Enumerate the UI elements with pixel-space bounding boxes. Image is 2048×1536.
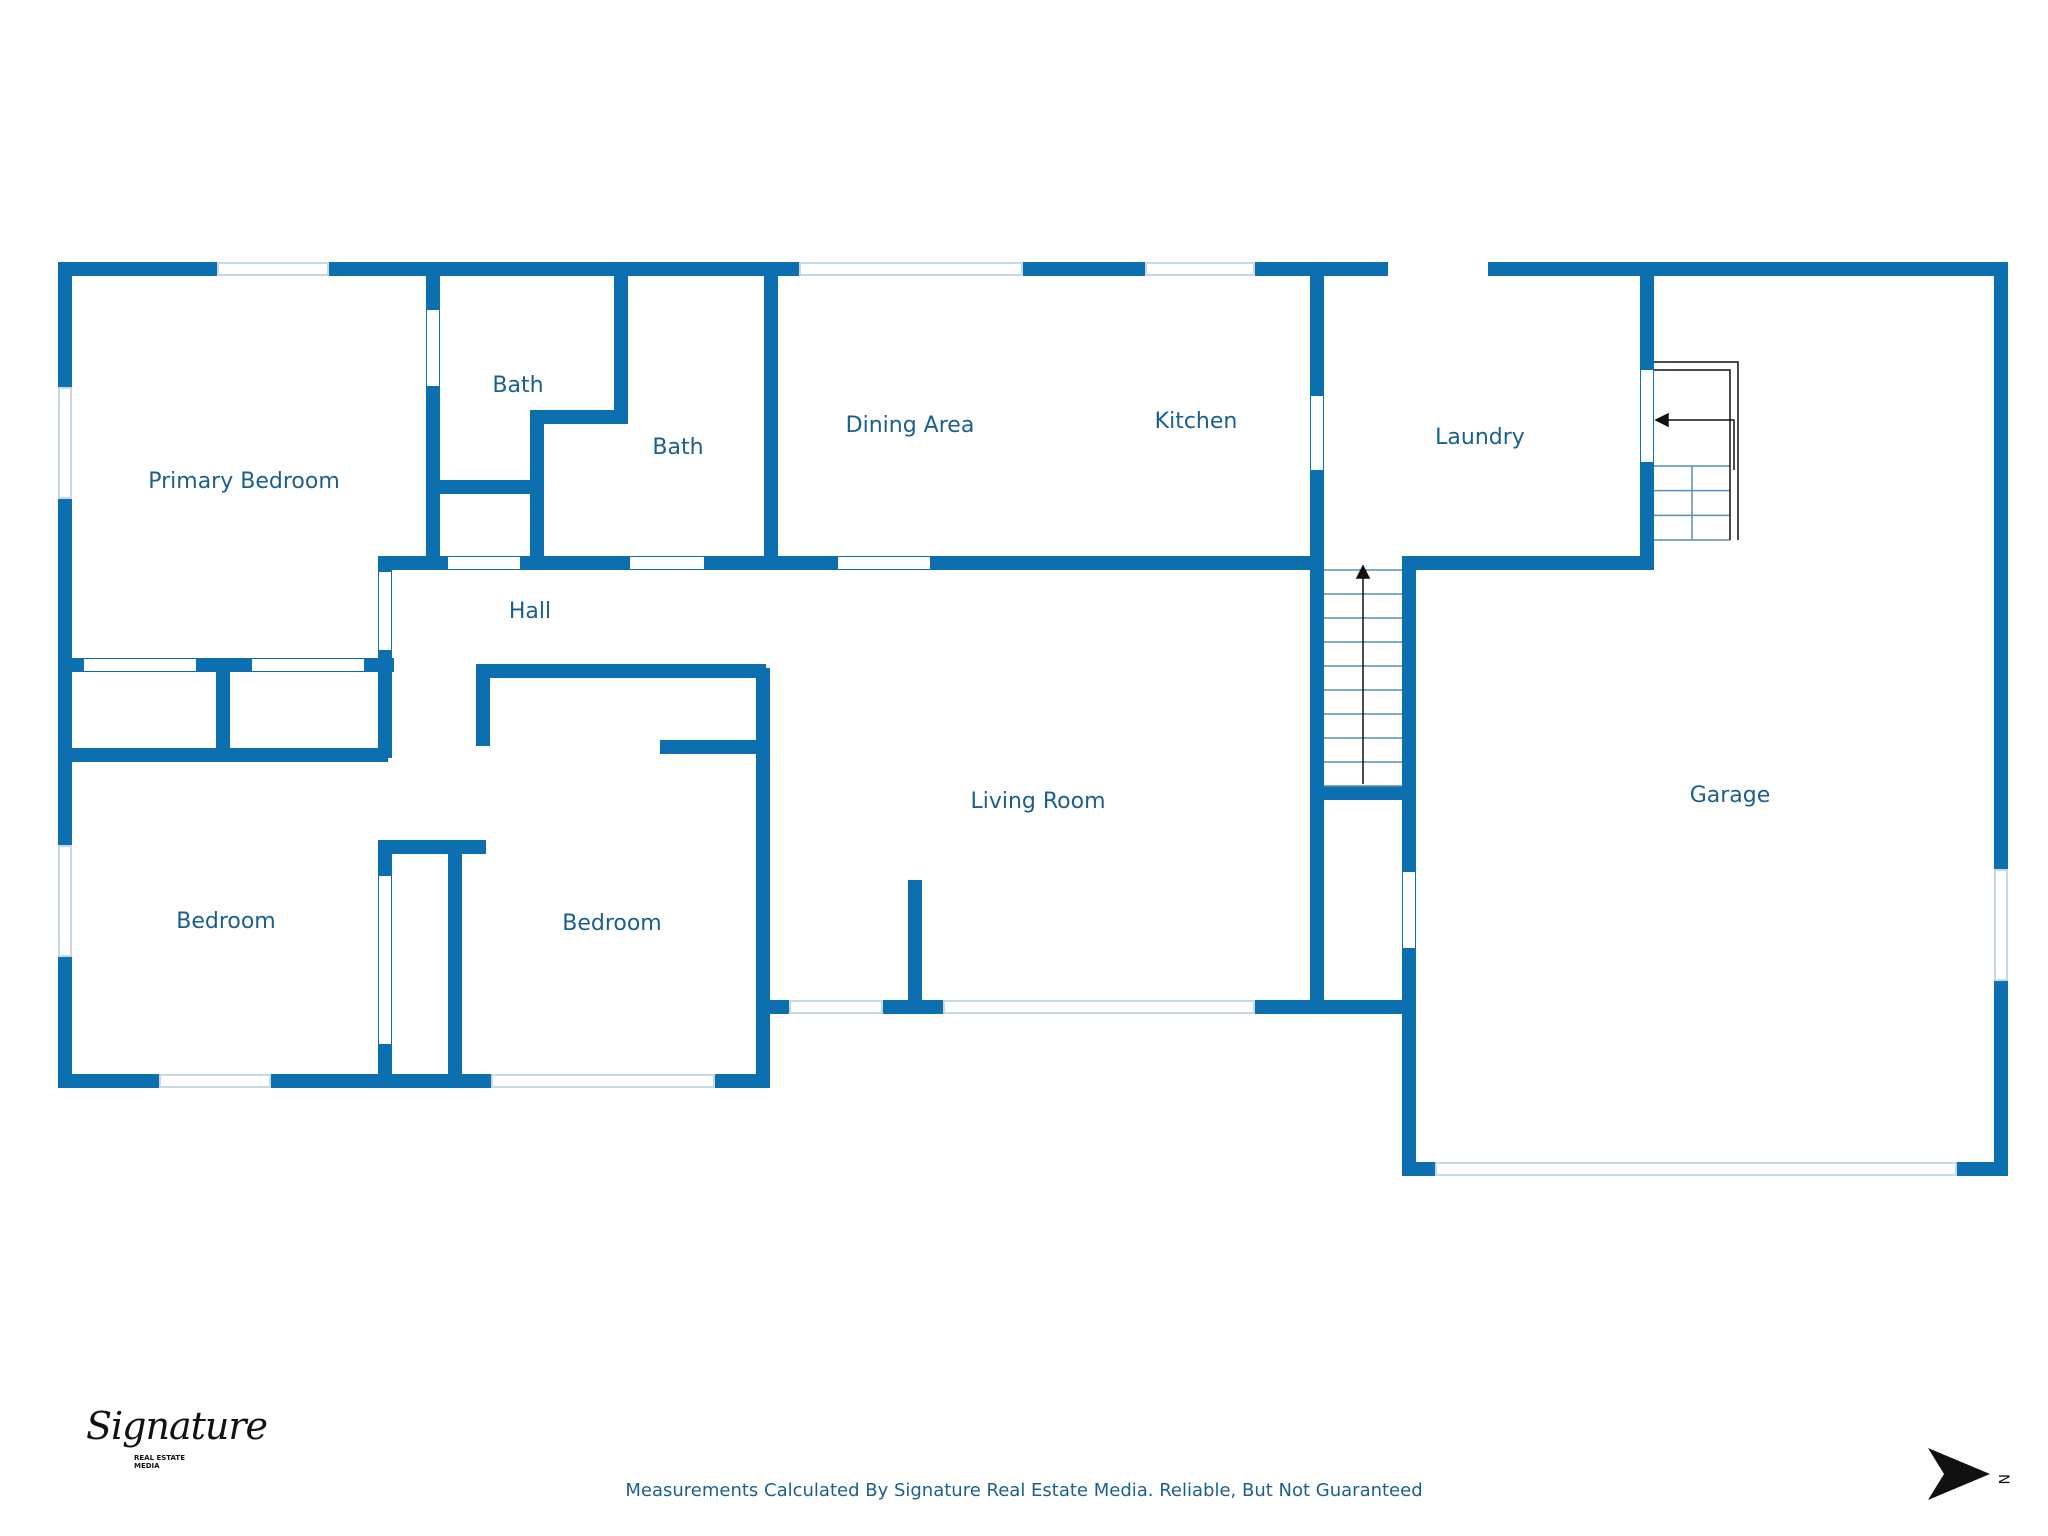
walls bbox=[58, 262, 2008, 1176]
label-garage: Garage bbox=[1690, 783, 1771, 808]
stairs bbox=[1324, 465, 1730, 787]
north-label: N bbox=[1995, 1474, 2011, 1484]
logo-brand: Signature bbox=[86, 1404, 268, 1448]
label-bedroom-1: Bedroom bbox=[176, 909, 276, 934]
north-arrow-icon: N bbox=[1928, 1448, 2011, 1500]
disclaimer-text: Measurements Calculated By Signature Rea… bbox=[625, 1480, 1423, 1501]
label-hall: Hall bbox=[509, 599, 551, 624]
room-labels: Primary Bedroom Bath Bath Dining Area Ki… bbox=[148, 373, 1770, 936]
label-bath-2: Bath bbox=[652, 435, 703, 460]
label-kitchen: Kitchen bbox=[1155, 409, 1238, 434]
label-bath-1: Bath bbox=[492, 373, 543, 398]
label-dining-area: Dining Area bbox=[846, 413, 975, 438]
door-openings bbox=[84, 310, 1653, 1044]
label-primary-bedroom: Primary Bedroom bbox=[148, 469, 340, 494]
signature-logo: Signature REAL ESTATE MEDIA bbox=[72, 1398, 268, 1478]
label-living-room: Living Room bbox=[970, 789, 1105, 814]
label-laundry: Laundry bbox=[1435, 425, 1525, 450]
label-bedroom-2: Bedroom bbox=[562, 911, 662, 936]
logo-sub: REAL ESTATE MEDIA bbox=[134, 1454, 185, 1470]
stair-arrows bbox=[1355, 361, 1739, 784]
windows bbox=[58, 262, 2008, 1176]
